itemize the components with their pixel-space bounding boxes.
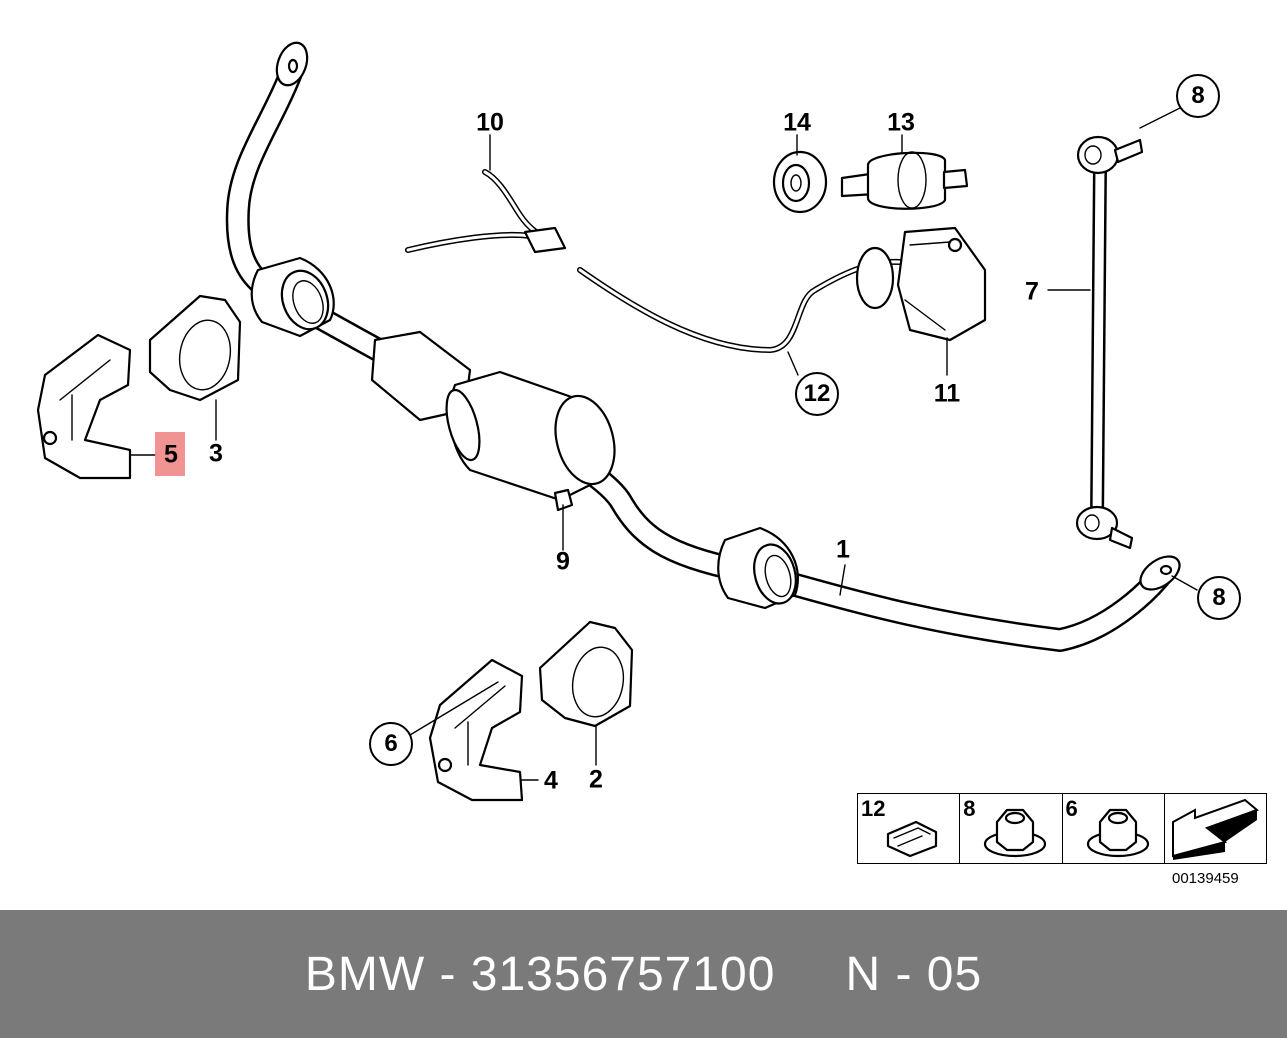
legend-cell-arrow[interactable] bbox=[1165, 794, 1266, 863]
arrow-icon bbox=[1171, 798, 1259, 860]
callout-4[interactable]: 4 bbox=[544, 766, 558, 795]
footer-bar: BMW - 31356757100 N - 05 bbox=[0, 910, 1287, 1038]
diagram-drawing bbox=[36, 41, 1198, 802]
callout-12[interactable]: 12 bbox=[795, 372, 839, 416]
callout-2[interactable]: 2 bbox=[589, 765, 603, 794]
stabilizer-actuator bbox=[370, 330, 616, 512]
callout-3[interactable]: 3 bbox=[209, 439, 223, 468]
callout-11[interactable]: 11 bbox=[933, 379, 961, 408]
selected-part-highlight bbox=[155, 432, 185, 476]
callout-5[interactable]: 5 bbox=[164, 440, 178, 469]
flange-nut-icon bbox=[984, 808, 1047, 858]
diagram-id: 00139459 bbox=[1172, 870, 1239, 887]
bracket-upper bbox=[36, 333, 132, 480]
callout-8-top[interactable]: 8 bbox=[1176, 74, 1220, 118]
callout-1[interactable]: 1 bbox=[836, 535, 850, 564]
small-bushing bbox=[772, 150, 828, 214]
bar-bushing-lower bbox=[717, 526, 799, 610]
clip-icon bbox=[886, 820, 938, 858]
leader-lines bbox=[129, 107, 1198, 781]
bar-bushing-upper bbox=[250, 256, 335, 338]
legend-number: 8 bbox=[963, 796, 976, 821]
callout-14[interactable]: 14 bbox=[783, 108, 811, 137]
legend-number: 6 bbox=[1065, 796, 1078, 821]
callout-7[interactable]: 7 bbox=[1025, 277, 1039, 306]
rubber-bushing-upper bbox=[148, 294, 242, 402]
stabilizer-bar bbox=[225, 41, 1181, 652]
filter-element bbox=[840, 151, 969, 210]
callout-6[interactable]: 6 bbox=[369, 722, 413, 766]
link-rod bbox=[1075, 135, 1144, 550]
bracket-lower bbox=[428, 658, 524, 802]
part-number-label: BMW - 31356757100 bbox=[304, 947, 776, 1001]
legend-cell-nut-8[interactable]: 8 bbox=[960, 794, 1063, 863]
legend-cell-clip[interactable]: 12 bbox=[858, 794, 961, 863]
callout-13[interactable]: 13 bbox=[887, 108, 915, 137]
parts-diagram: 1 2 3 4 5 6 7 8 8 9 10 11 12 13 14 12 8 … bbox=[36, 41, 1267, 887]
legend-number: 12 bbox=[861, 796, 886, 821]
callout-8-bottom[interactable]: 8 bbox=[1197, 576, 1241, 620]
sensor-unit bbox=[855, 226, 987, 342]
callout-9[interactable]: 9 bbox=[556, 547, 570, 576]
hardware-legend: 12 8 6 bbox=[857, 793, 1267, 864]
cable-harness bbox=[405, 169, 903, 354]
callout-10[interactable]: 10 bbox=[476, 108, 504, 137]
rubber-bushing-lower bbox=[538, 620, 634, 728]
flange-nut-icon bbox=[1086, 808, 1149, 858]
legend-cell-nut-6[interactable]: 6 bbox=[1063, 794, 1165, 863]
position-label: N - 05 bbox=[845, 947, 983, 1001]
